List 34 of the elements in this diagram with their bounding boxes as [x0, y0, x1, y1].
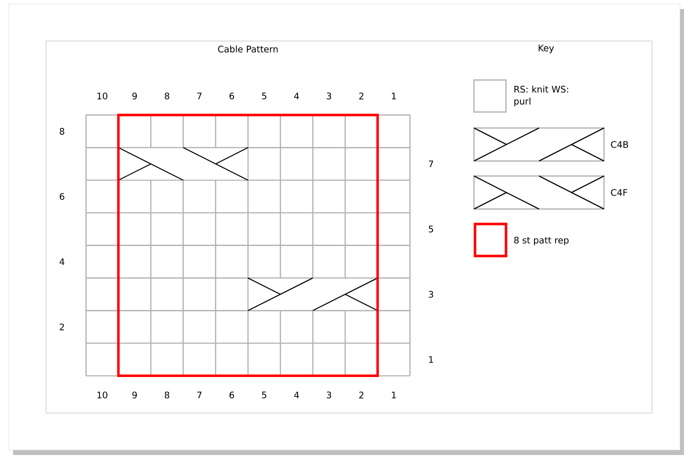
key-heading: Key [538, 44, 554, 54]
column-number: 9 [132, 392, 137, 398]
row-number: 2 [60, 324, 64, 330]
row-number: 1 [429, 356, 434, 363]
column-number: 4 [294, 392, 299, 398]
legend-text: RS: knit WS: purl [514, 86, 568, 106]
column-number: 6 [230, 392, 234, 398]
row-number: 5 [428, 226, 434, 232]
column-number: 2 [359, 392, 364, 398]
column-number: 8 [164, 392, 170, 398]
column-number: 8 [164, 92, 170, 100]
column-number: 6 [230, 92, 234, 100]
column-number: 7 [197, 92, 202, 100]
row-number: 6 [60, 193, 64, 200]
column-number: 5 [262, 392, 266, 398]
chart-title: Cable Pattern [218, 46, 278, 52]
column-number: 10 [97, 92, 108, 100]
column-number: 3 [326, 392, 332, 398]
column-number: 4 [294, 92, 299, 100]
column-number: 2 [359, 92, 364, 100]
row-number: 3 [428, 290, 434, 298]
column-number: 1 [392, 392, 396, 398]
column-number: 9 [132, 92, 137, 100]
row-number: 8 [60, 128, 64, 135]
legend-text: 8 st patt rep [514, 236, 569, 246]
legend-text: C4F [611, 189, 628, 196]
row-number: 4 [60, 258, 64, 265]
column-number: 7 [197, 392, 202, 398]
row-number: 7 [428, 160, 434, 168]
column-number: 5 [262, 92, 266, 100]
column-number: 1 [392, 92, 396, 100]
legend-text: C4B [611, 141, 628, 148]
column-number: 3 [326, 92, 332, 100]
column-number: 10 [97, 392, 108, 398]
